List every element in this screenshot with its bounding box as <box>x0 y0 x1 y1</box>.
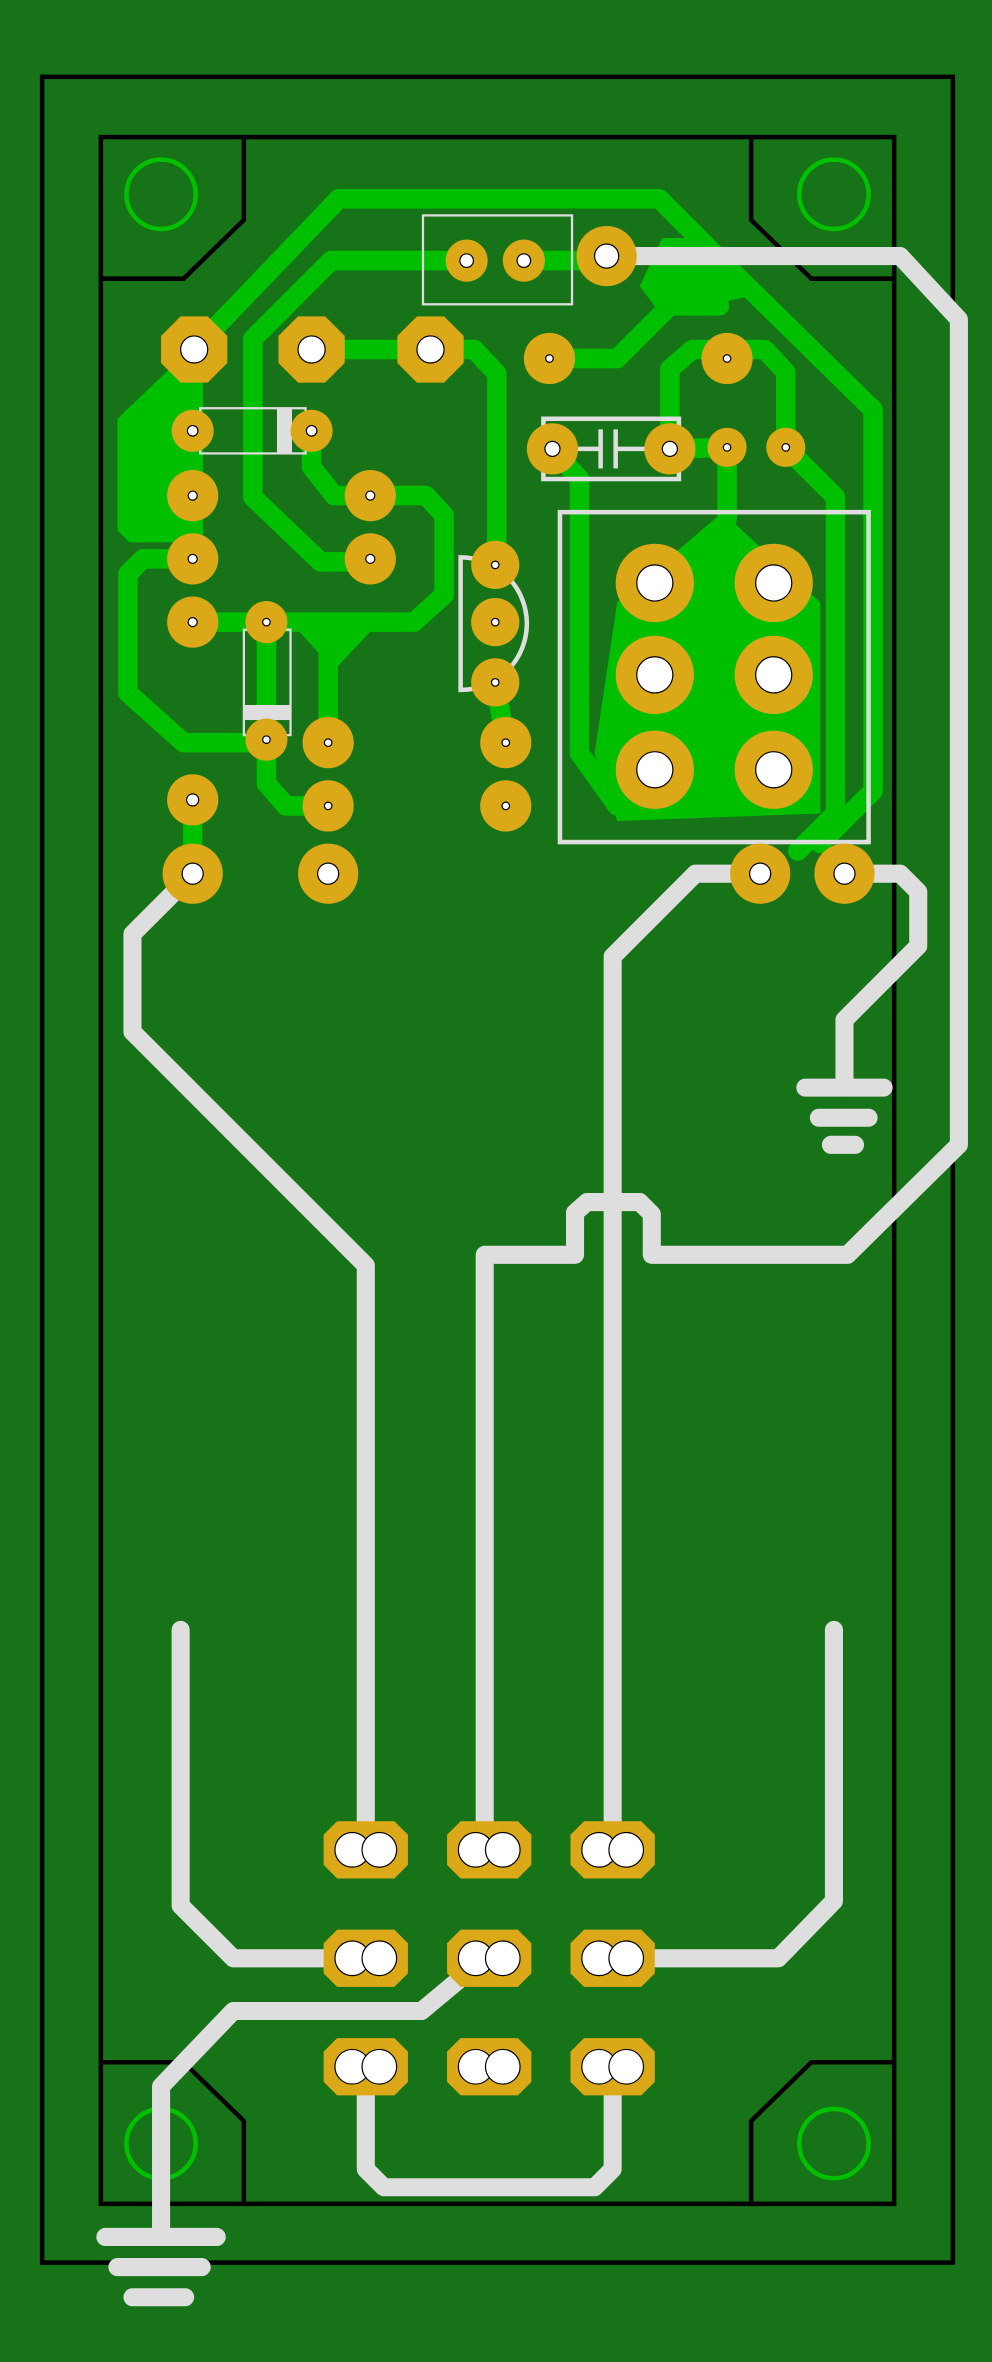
round-pad <box>167 774 219 826</box>
round-pad <box>302 717 354 769</box>
round-pad <box>167 533 219 585</box>
round-pad <box>814 843 875 904</box>
round-pad <box>734 730 813 809</box>
round-pad <box>445 239 488 282</box>
ground-symbol-left <box>96 2227 226 2307</box>
connector-pad <box>323 2038 408 2096</box>
round-pad <box>302 780 354 832</box>
round-pad <box>480 780 532 832</box>
round-pad <box>707 427 747 467</box>
silkscreen <box>199 214 871 845</box>
bottom-copper-traces <box>123 247 968 2247</box>
round-pad <box>245 718 288 761</box>
connector-pad <box>447 2038 532 2096</box>
round-pad <box>162 843 223 904</box>
octagon-pad <box>161 316 228 383</box>
connector-pad <box>570 1821 655 1879</box>
round-pad <box>298 843 359 904</box>
ground-symbol-right <box>796 1078 893 1154</box>
round-pad <box>502 239 545 282</box>
round-pad <box>766 427 806 467</box>
connector-pad <box>447 1929 532 1987</box>
round-pad <box>480 717 532 769</box>
round-pad <box>701 332 753 385</box>
round-pad <box>290 409 333 452</box>
connector-pad <box>323 1929 408 1987</box>
board-outline <box>39 74 956 2265</box>
round-pad <box>471 540 520 589</box>
round-pad <box>644 423 696 475</box>
connector-pads <box>323 1821 655 2096</box>
connector-pad <box>570 2038 655 2096</box>
round-pad <box>167 596 219 648</box>
pads <box>161 225 875 904</box>
round-pad <box>167 469 219 522</box>
round-pad <box>615 543 694 623</box>
round-pad <box>344 533 396 585</box>
round-pad <box>471 598 520 647</box>
connector-pad <box>447 1821 532 1879</box>
round-pad <box>245 601 288 644</box>
round-pad <box>615 635 694 715</box>
round-pad <box>171 409 214 452</box>
round-pad <box>734 543 813 623</box>
connector-pad <box>570 1929 655 1987</box>
round-pad <box>523 332 576 385</box>
round-pad <box>344 469 396 522</box>
round-pad <box>734 635 813 715</box>
octagon-pad <box>397 316 464 383</box>
round-pad <box>615 730 694 809</box>
connector-pad <box>323 1821 408 1879</box>
round-pad <box>730 843 791 904</box>
round-pad <box>471 658 520 707</box>
round-pad <box>576 225 637 287</box>
round-pad <box>526 423 579 475</box>
octagon-pad <box>278 316 345 383</box>
